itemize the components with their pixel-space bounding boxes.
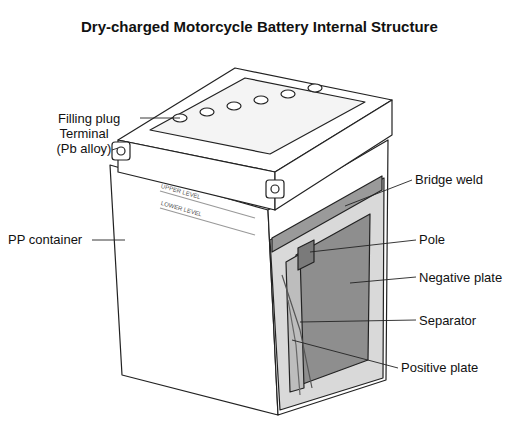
part-label: Terminal (Pb alloy): [50, 126, 118, 156]
terminal-lug: [112, 142, 130, 160]
terminal-hole: [271, 185, 279, 193]
part-label: Bridge weld: [415, 172, 483, 187]
separator-line: [282, 275, 312, 388]
leader-lines: [92, 118, 416, 368]
lower-level-line: [160, 208, 255, 235]
part-label: Positive plate: [401, 360, 478, 375]
part-label: Negative plate: [419, 270, 502, 285]
filling-plugs: [173, 84, 322, 122]
negative-plate-shape: [296, 214, 370, 385]
pole-shape: [298, 240, 314, 270]
upper-level-line: [160, 191, 255, 218]
terminal-lug: [266, 180, 284, 198]
terminal-hole: [117, 147, 125, 155]
part-label: Pole: [419, 232, 445, 247]
part-label: PP container: [8, 232, 82, 247]
part-label: Filling plug: [58, 111, 120, 126]
lid-panel: [150, 78, 365, 154]
positive-plate-shape: [286, 254, 304, 392]
diagram-title: Dry-charged Motorcycle Battery Internal …: [81, 18, 438, 35]
separator-line: [288, 300, 300, 395]
part-label: Separator: [419, 313, 476, 328]
